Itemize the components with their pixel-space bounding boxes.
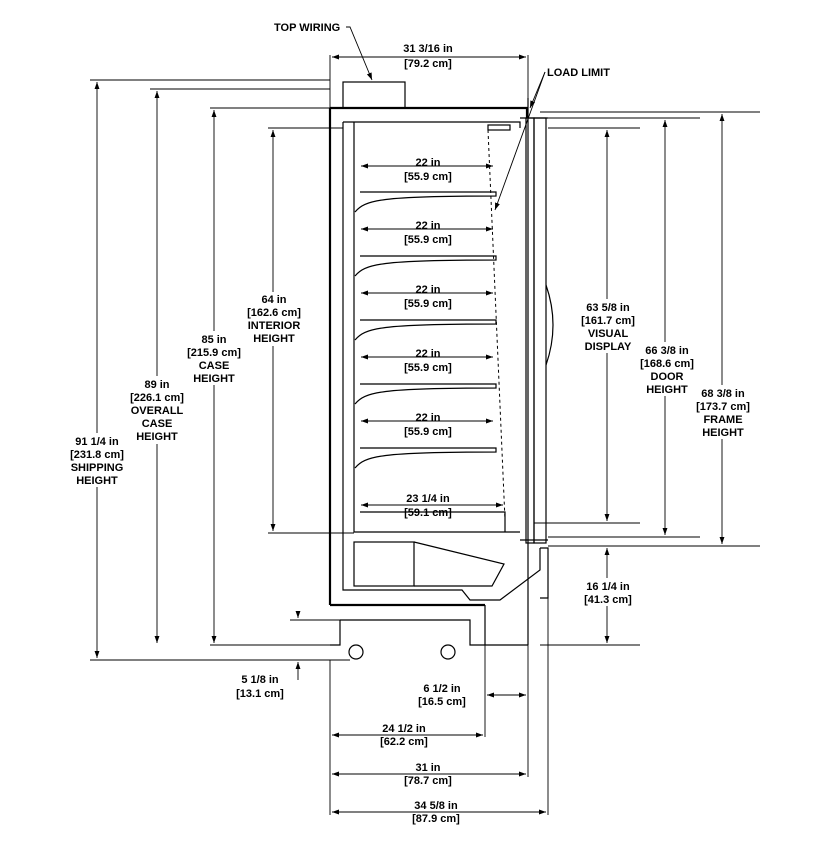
svg-text:24 1/2 in: 24 1/2 in [382, 723, 426, 735]
svg-text:OVERALL: OVERALL [131, 405, 184, 417]
svg-text:[59.1 cm]: [59.1 cm] [404, 507, 452, 519]
case-body [328, 81, 549, 660]
svg-text:[41.3 cm]: [41.3 cm] [584, 594, 632, 606]
svg-text:INTERIOR: INTERIOR [248, 320, 301, 332]
svg-text:[62.2 cm]: [62.2 cm] [380, 736, 428, 748]
top-width-label: 31 3/16 in [79.2 cm] [403, 43, 453, 70]
svg-text:[55.9 cm]: [55.9 cm] [404, 234, 452, 246]
shelf [354, 383, 497, 405]
svg-text:16 1/4 in: 16 1/4 in [586, 581, 630, 593]
base-depth-label: 24 1/2 in [62.2 cm] [380, 723, 428, 748]
svg-text:[231.8 cm]: [231.8 cm] [70, 449, 124, 461]
svg-text:DOOR: DOOR [651, 371, 684, 383]
svg-text:31 in: 31 in [415, 762, 440, 774]
svg-text:63 5/8 in: 63 5/8 in [586, 302, 630, 314]
svg-text:[55.9 cm]: [55.9 cm] [404, 298, 452, 310]
frame-height-label: 68 3/8 in [173.7 cm] FRAME HEIGHT [692, 385, 754, 439]
overall-case-height-label: 89 in [226.1 cm] OVERALL CASE HEIGHT [127, 376, 187, 444]
svg-text:HEIGHT: HEIGHT [136, 431, 178, 443]
base-height-label: 16 1/4 in [41.3 cm] [580, 578, 636, 606]
svg-text:66 3/8 in: 66 3/8 in [645, 345, 689, 357]
svg-text:22 in: 22 in [415, 412, 440, 424]
interior-height-label: 64 in [162.6 cm] INTERIOR HEIGHT [245, 292, 303, 346]
shipping-height-label: 91 1/4 in [231.8 cm] SHIPPING HEIGHT [66, 433, 128, 487]
shelf-depth-label: 22 in [55.9 cm] [404, 412, 452, 438]
svg-text:22 in: 22 in [415, 157, 440, 169]
svg-text:22 in: 22 in [415, 284, 440, 296]
leader-lines [346, 26, 546, 211]
top-wiring-label: TOP WIRING [274, 22, 340, 34]
svg-text:CASE: CASE [199, 360, 230, 372]
svg-text:85 in: 85 in [201, 334, 226, 346]
svg-text:68 3/8 in: 68 3/8 in [701, 388, 745, 400]
caster-front [348, 644, 364, 660]
svg-text:31 3/16 in: 31 3/16 in [403, 43, 453, 55]
svg-text:[78.7 cm]: [78.7 cm] [404, 775, 452, 787]
visual-display-label: 63 5/8 in [161.7 cm] VISUAL DISPLAY [578, 299, 638, 353]
svg-text:VISUAL: VISUAL [588, 328, 629, 340]
svg-text:[173.7 cm]: [173.7 cm] [696, 401, 750, 413]
svg-text:[226.1 cm]: [226.1 cm] [130, 392, 184, 404]
load-limit-label: LOAD LIMIT [547, 67, 610, 79]
shelf [354, 447, 497, 469]
svg-text:[162.6 cm]: [162.6 cm] [247, 307, 301, 319]
svg-text:5 1/8 in: 5 1/8 in [241, 674, 279, 686]
svg-text:[215.9 cm]: [215.9 cm] [187, 347, 241, 359]
door-frame [520, 98, 554, 645]
svg-text:[168.6 cm]: [168.6 cm] [640, 358, 694, 370]
svg-text:HEIGHT: HEIGHT [702, 427, 744, 439]
top-wiring-box [342, 81, 406, 109]
load-limit-line [487, 129, 506, 521]
svg-text:[16.5 cm]: [16.5 cm] [418, 696, 466, 708]
svg-text:DISPLAY: DISPLAY [585, 341, 632, 353]
svg-text:HEIGHT: HEIGHT [646, 384, 688, 396]
depth-dimensions [290, 54, 549, 815]
svg-text:89 in: 89 in [144, 379, 169, 391]
svg-text:22 in: 22 in [415, 220, 440, 232]
svg-text:6 1/2 in: 6 1/2 in [423, 683, 461, 695]
case-depth-label: 31 in [78.7 cm] [404, 762, 452, 787]
shelves [354, 124, 511, 532]
svg-text:CASE: CASE [142, 418, 173, 430]
shelf [354, 255, 497, 277]
svg-text:HEIGHT: HEIGHT [193, 373, 235, 385]
door-height-label: 66 3/8 in [168.6 cm] DOOR HEIGHT [636, 342, 698, 396]
svg-text:SHIPPING: SHIPPING [71, 462, 124, 474]
svg-text:64 in: 64 in [261, 294, 286, 306]
caster-rear [440, 644, 456, 660]
svg-text:34 5/8 in: 34 5/8 in [414, 800, 458, 812]
svg-text:[55.9 cm]: [55.9 cm] [404, 426, 452, 438]
svg-text:22 in: 22 in [415, 348, 440, 360]
svg-text:HEIGHT: HEIGHT [76, 475, 118, 487]
bottom-shelf-depth-label: 23 1/4 in [59.1 cm] [404, 493, 452, 519]
shelf-depth-label: 22 in [55.9 cm] [404, 157, 452, 183]
svg-text:FRAME: FRAME [703, 414, 742, 426]
svg-text:[55.9 cm]: [55.9 cm] [404, 362, 452, 374]
foot-height-label: 5 1/8 in [13.1 cm] [236, 674, 284, 700]
svg-text:[161.7 cm]: [161.7 cm] [581, 315, 635, 327]
svg-text:91 1/4 in: 91 1/4 in [75, 436, 119, 448]
svg-text:23 1/4 in: 23 1/4 in [406, 493, 450, 505]
svg-text:HEIGHT: HEIGHT [253, 333, 295, 345]
case-height-label: 85 in [215.9 cm] CASE HEIGHT [185, 331, 243, 385]
shelf [354, 191, 497, 213]
svg-text:[87.9 cm]: [87.9 cm] [412, 813, 460, 825]
svg-text:[13.1 cm]: [13.1 cm] [236, 688, 284, 700]
shelf-dimensions [361, 163, 503, 508]
shelf [354, 319, 497, 341]
shelf-depth-label: 22 in [55.9 cm] [404, 284, 452, 310]
overall-depth-label: 34 5/8 in [87.9 cm] [412, 800, 460, 825]
svg-text:[79.2 cm]: [79.2 cm] [404, 58, 452, 70]
rear-offset-label: 6 1/2 in [16.5 cm] [418, 683, 466, 708]
svg-text:[55.9 cm]: [55.9 cm] [404, 171, 452, 183]
shelf-depth-label: 22 in [55.9 cm] [404, 348, 452, 374]
shelf-depth-label: 22 in [55.9 cm] [404, 220, 452, 246]
